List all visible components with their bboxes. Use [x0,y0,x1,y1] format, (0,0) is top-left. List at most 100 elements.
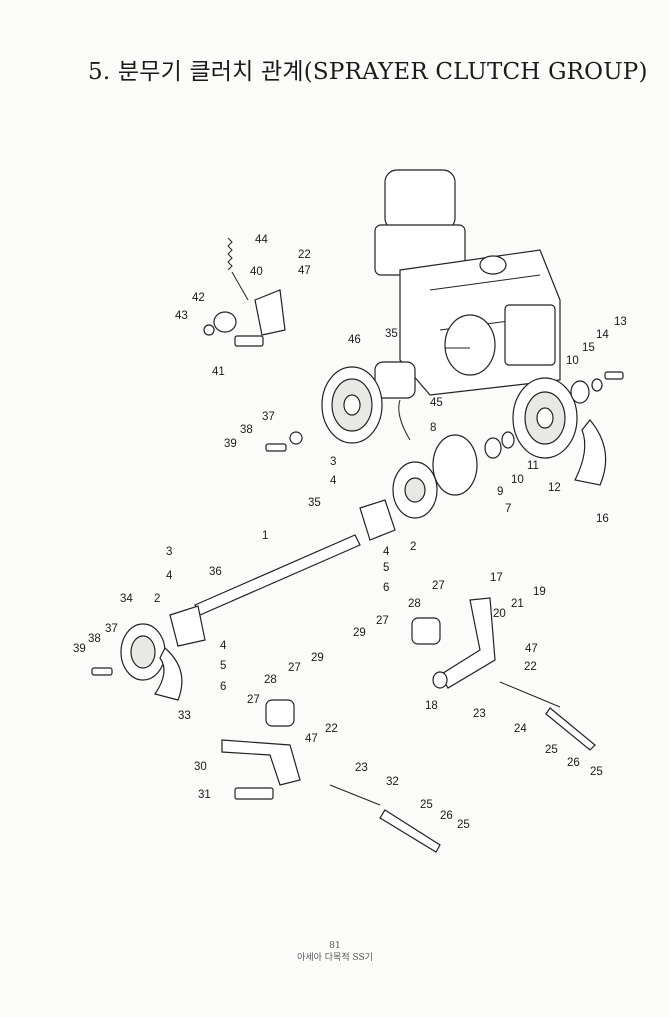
callout-c25a: 25 [545,744,558,756]
callout-c43: 43 [175,310,188,322]
callout-c2b: 2 [154,593,161,605]
callout-c37a: 37 [262,411,275,423]
collar-28b [265,699,295,727]
callout-c29a: 29 [353,627,366,639]
pulley-12 [512,371,624,459]
pulley-34 [120,623,166,681]
callout-c13: 13 [614,316,627,328]
bearing-2b [169,605,206,647]
bolt-41 [234,335,264,347]
bearing-2a [359,499,396,541]
sprayer-pump-body [374,169,561,396]
washer-43 [203,324,215,336]
bolt-39a [265,443,287,452]
callout-c2a: 2 [410,541,417,553]
callout-c4b: 4 [383,546,390,558]
callout-c3a: 3 [330,456,337,468]
callout-c4d: 4 [220,640,227,652]
callout-c15: 15 [582,342,595,354]
page-title: 5. 분무기 클러치 관계(SPRAYER CLUTCH GROUP) [88,59,648,85]
callout-c23a: 23 [473,708,486,720]
callout-c27b: 27 [376,615,389,627]
spring-23a [499,681,561,708]
callout-c27d: 27 [247,694,260,706]
callout-c46: 46 [348,334,361,346]
callout-c1: 1 [262,530,269,542]
belt-guard-16 [574,419,607,486]
callout-c26a: 26 [567,757,580,769]
callout-c47b: 47 [525,643,538,655]
callout-c30: 30 [194,761,207,773]
callout-c38b: 38 [88,633,101,645]
callout-c20: 20 [493,608,506,620]
collar-28a [411,617,441,645]
callout-c21: 21 [511,598,524,610]
lever-30 [221,739,301,786]
callout-c14: 14 [596,329,609,341]
rod-24 [545,707,596,751]
callout-c11: 11 [527,460,539,472]
callout-c18: 18 [425,700,438,712]
spring-44 [227,237,249,301]
callout-c34: 34 [120,593,133,605]
callout-c35a: 35 [385,328,398,340]
callout-c22a: 22 [298,249,311,261]
callout-c25d: 25 [457,819,470,831]
callout-c17: 17 [490,572,503,584]
callout-c39b: 39 [73,643,86,655]
callout-c38a: 38 [240,424,253,436]
callout-c6a: 6 [383,582,390,594]
roller-18 [432,671,448,689]
callout-c47c: 47 [305,733,318,745]
clutch-assembly-7 [392,431,515,519]
callout-c41: 41 [212,366,225,378]
callout-c26b: 26 [440,810,453,822]
callout-c22b: 22 [524,661,537,673]
callout-c7: 7 [505,503,512,515]
page-footer: 81 아세아 다목적 SS기 [0,940,670,964]
callout-c27c: 27 [288,662,301,674]
arm-40 [254,289,286,336]
bolt-31 [234,787,274,800]
callout-c33: 33 [178,710,191,722]
pulley-46 [321,361,416,444]
callout-c42: 42 [192,292,205,304]
callout-c35b: 35 [308,497,321,509]
callout-c24: 24 [514,723,527,735]
callout-c16: 16 [596,513,609,525]
callout-c22c: 22 [325,723,338,735]
callout-c45: 45 [430,397,443,409]
callout-c29b: 29 [311,652,324,664]
callout-c10b: 10 [511,474,524,486]
page-number: 81 [329,941,341,951]
belt-guard-33 [154,647,183,701]
callout-c5b: 5 [220,660,227,672]
lever-17 [439,597,496,689]
callout-c4c: 4 [166,570,173,582]
callout-c12: 12 [548,482,561,494]
spring-23b [329,784,381,806]
callout-c5a: 5 [383,562,390,574]
belt-45 [398,399,411,441]
callout-c8: 8 [430,422,437,434]
callout-c44: 44 [255,234,268,246]
callout-c23b: 23 [355,762,368,774]
callout-c40: 40 [250,266,263,278]
callout-c47a: 47 [298,265,311,277]
callout-c4a: 4 [330,475,337,487]
callout-c25b: 25 [590,766,603,778]
callout-c28a: 28 [408,598,421,610]
callout-c39a: 39 [224,438,237,450]
bolt-39b [91,667,113,676]
washer-37a [289,431,303,445]
callout-c27a: 27 [432,580,445,592]
callout-c28b: 28 [264,674,277,686]
callout-c9: 9 [497,486,504,498]
callout-c10a: 10 [566,355,579,367]
callout-c6b: 6 [220,681,227,693]
callout-c3b: 3 [166,546,173,558]
rod-32 [379,809,441,853]
callout-c19: 19 [533,586,546,598]
callout-c31: 31 [198,789,211,801]
